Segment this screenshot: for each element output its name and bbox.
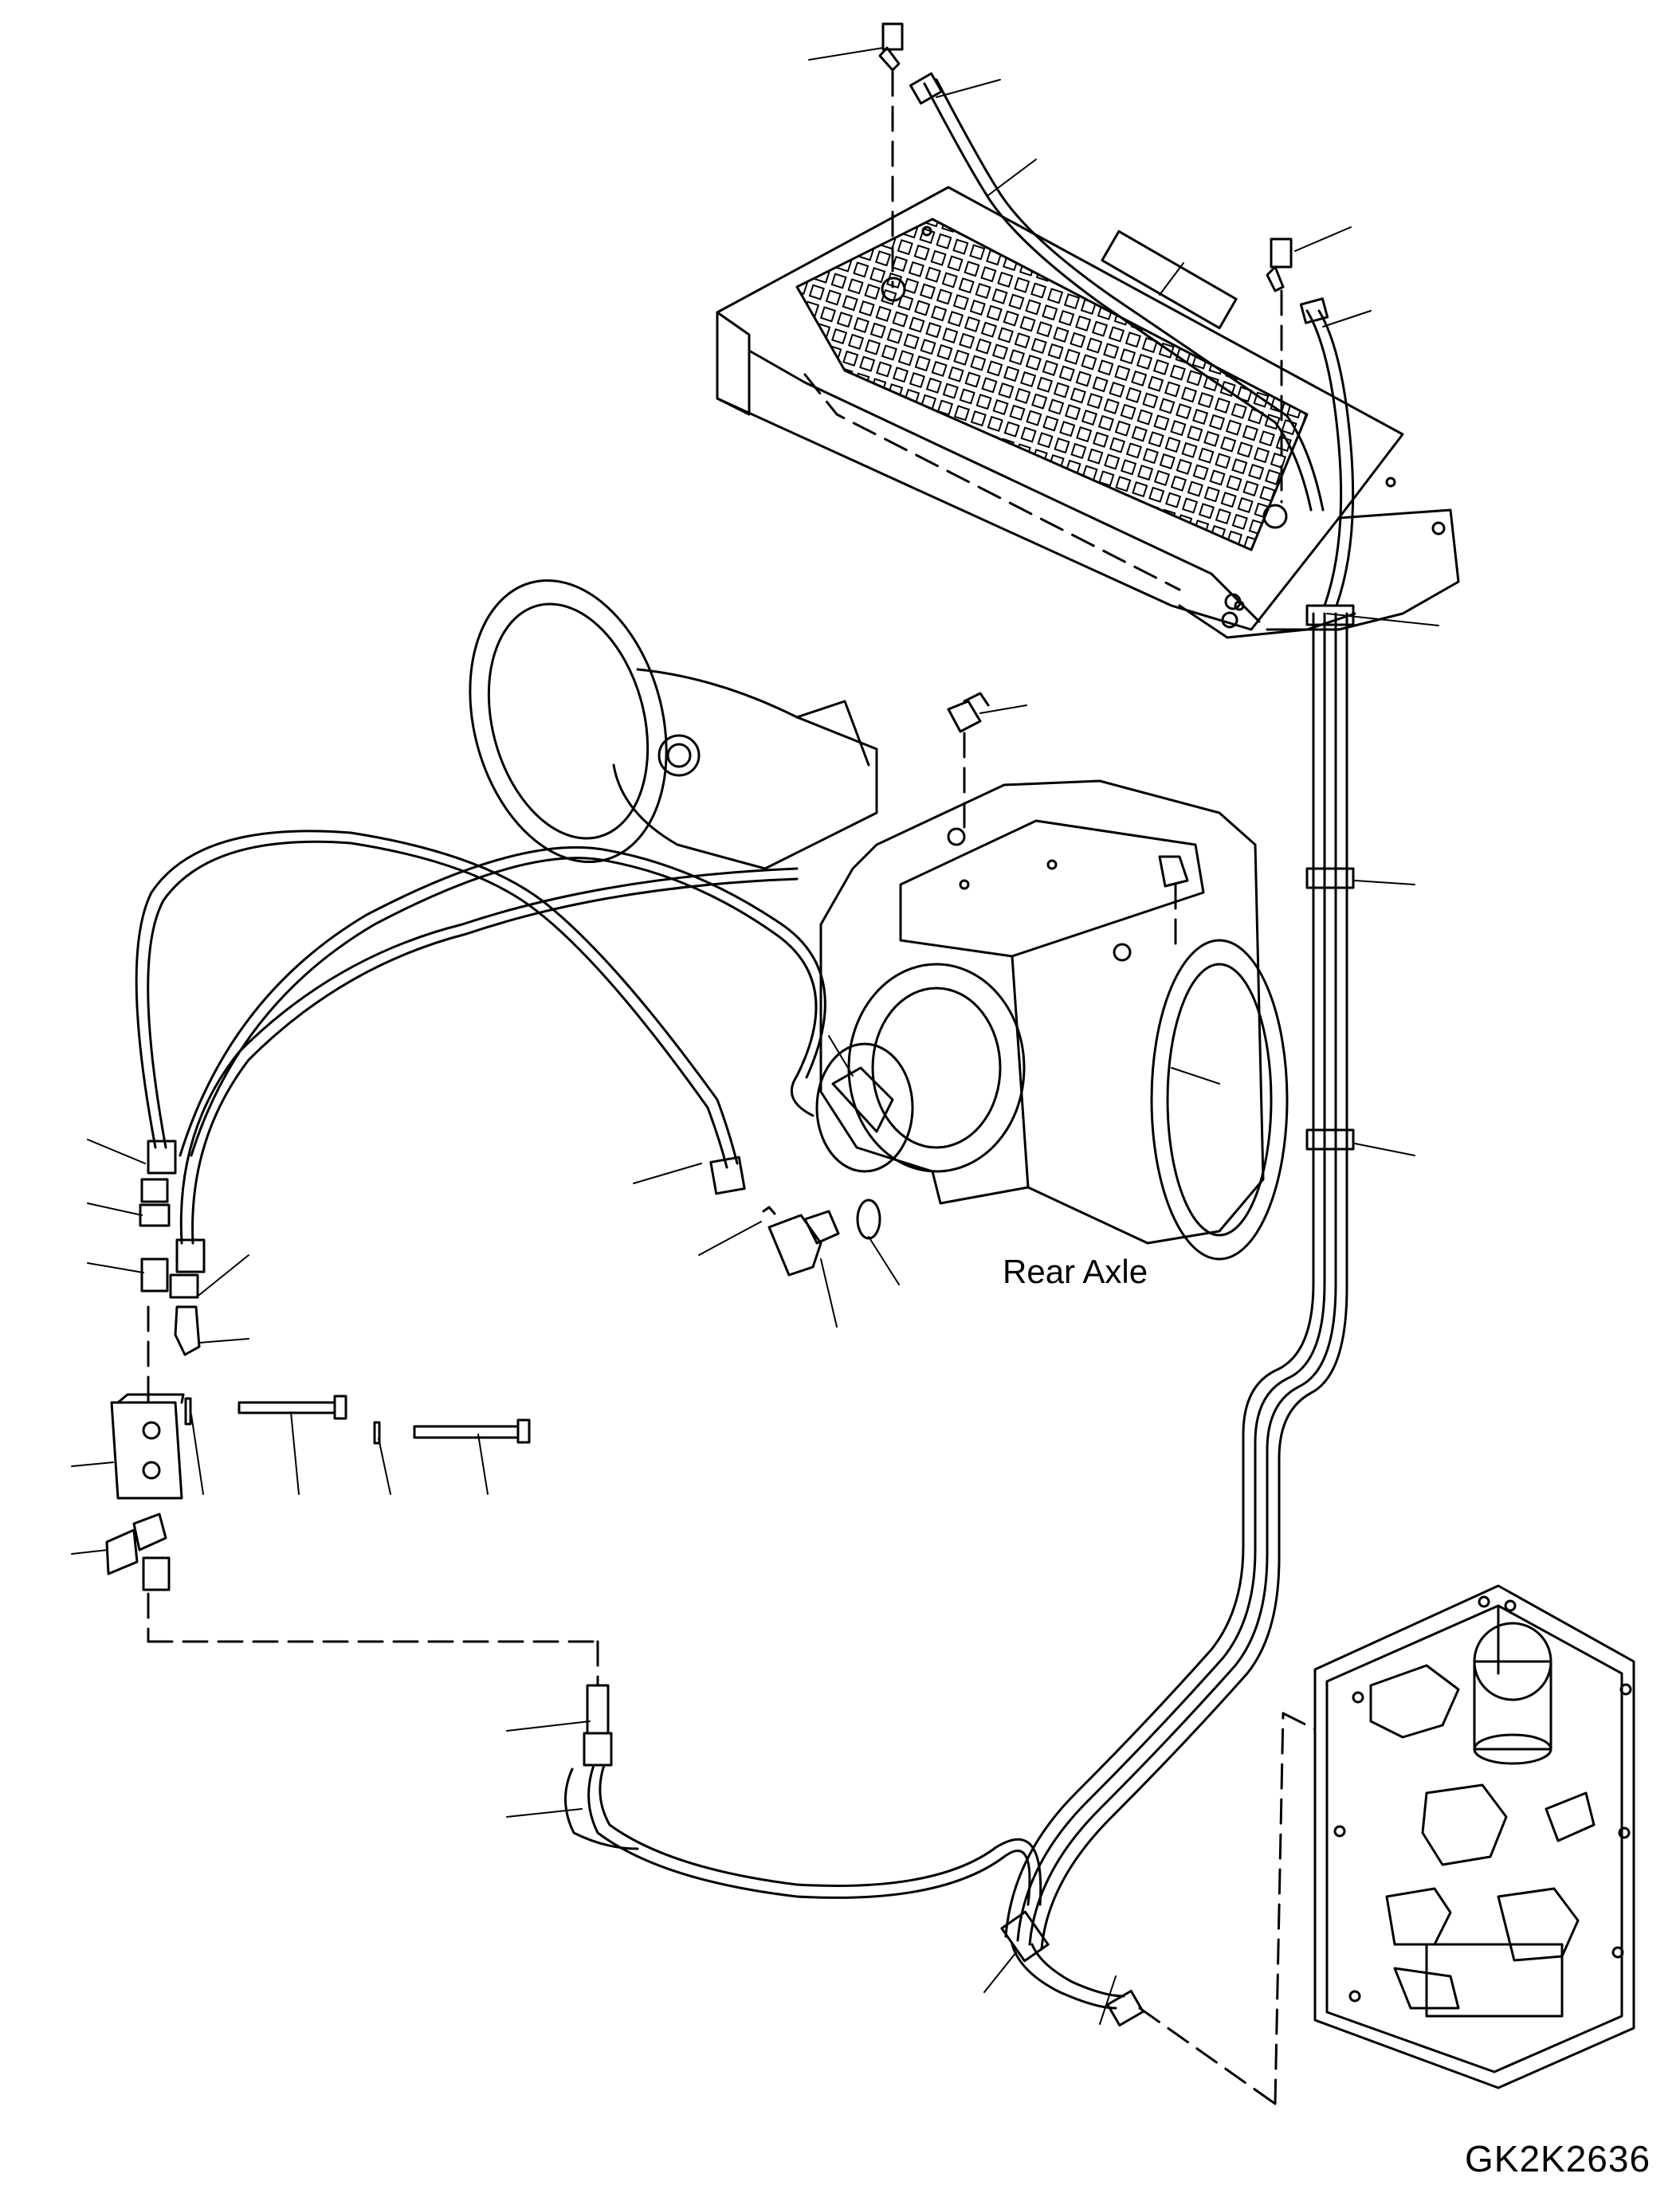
top-right-elbow-fitting (1266, 237, 1293, 504)
figure-code: GK2K2636 (1465, 2138, 1651, 2179)
leader-lines (71, 47, 1439, 2025)
line-clamp (1305, 604, 1355, 626)
rear-axle (469, 579, 1289, 1261)
line-clamp (1305, 867, 1355, 889)
axle-elbow-fitting-lower (1158, 855, 1189, 954)
rear-axle-label: Rear Axle (1003, 1253, 1148, 1290)
left-fittings-stack (139, 1178, 201, 1412)
line-clamp (1305, 1128, 1355, 1151)
axle-elbow-fitting-upper (947, 692, 990, 838)
top-left-hose (909, 72, 1325, 512)
brake-valve-box (1313, 1584, 1635, 2089)
vertical-hydraulic-lines (1004, 604, 1355, 1950)
top-left-elbow-fitting (878, 22, 904, 288)
lower-hose-loop (564, 1684, 1317, 2105)
tee-fitting (105, 1512, 599, 1687)
top-right-hose (1299, 297, 1355, 607)
axle-port-elbow (762, 1199, 881, 1277)
axle-hoses (135, 830, 826, 1273)
cooler-plate-assembly (716, 186, 1460, 639)
mounting-bracket (110, 1393, 531, 1500)
